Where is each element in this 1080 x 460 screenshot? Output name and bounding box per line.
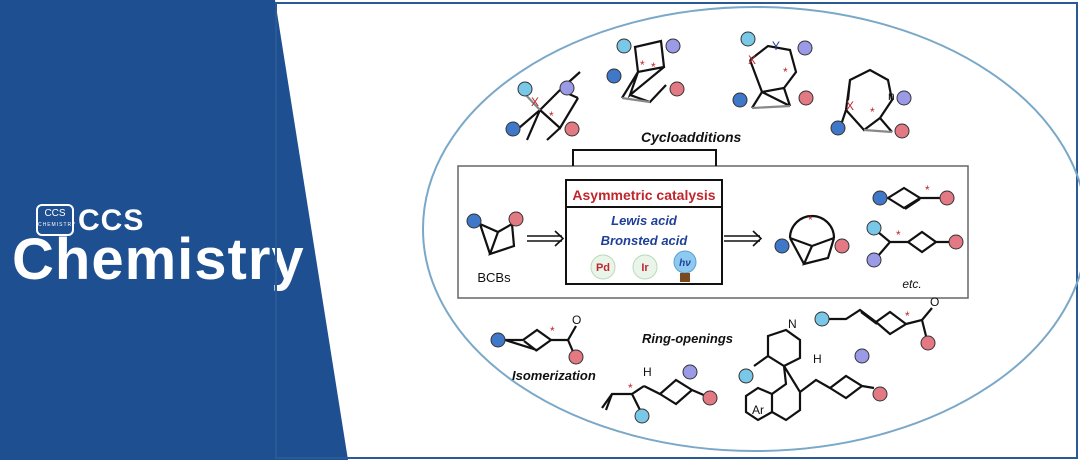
stereo-star-4: * [870, 105, 875, 119]
ir-catalyst-badge [632, 254, 658, 280]
substituent-ball-violet-cb2 [866, 252, 882, 268]
stereo-star-iso: * [550, 324, 555, 338]
substituent-ball-cyan-ro1 [634, 408, 650, 424]
diagram-frame [275, 2, 1078, 459]
logo-chemistry-text: Chemistry [12, 227, 305, 292]
stereo-star-cb1: * [925, 183, 930, 197]
outer-ellipse [422, 6, 1080, 452]
etc-label: etc. [902, 277, 921, 291]
isomerization-product-structure [504, 325, 577, 355]
substituent-ball-cyan-3 [740, 31, 756, 47]
substituent-ball-violet-ro1 [682, 364, 698, 380]
substituent-ball-pink-1 [564, 121, 580, 137]
substituent-ball-blue-4 [830, 120, 846, 136]
reaction-arrow-left [527, 230, 565, 247]
isomerization-label: Isomerization [512, 368, 596, 383]
aryl-ar-label: Ar [752, 403, 764, 417]
stereo-star-cb2: * [896, 228, 901, 242]
substituent-ball-blue-3 [732, 92, 748, 108]
atom-y-1: Y [772, 39, 780, 53]
catalysis-box-tab [572, 149, 717, 166]
light-bulb-base-icon [680, 273, 690, 282]
cycloadduct-bridged-ring-structure [838, 68, 894, 134]
substituent-ball-cyan-ro3 [814, 311, 830, 327]
oxygen-label-1: O [572, 313, 581, 327]
substituent-ball-violet-1 [559, 80, 575, 96]
ring-openings-label: Ring-openings [642, 331, 733, 346]
bcb-reactant-structure [478, 222, 516, 256]
substituent-ball-cyan-2 [616, 38, 632, 54]
stereo-star-2b: * [651, 60, 656, 74]
stereo-star-1: * [549, 109, 554, 123]
nitrogen-label: N [788, 317, 797, 331]
substituent-ball-pink-ro1 [702, 390, 718, 406]
cycloadduct-hetero-ring-structure [748, 44, 798, 110]
generic-cyclic-product-structure [788, 214, 836, 266]
cycloadduct-cyclobutane-structure [621, 39, 667, 104]
logo-ccs-text: CCS [78, 204, 145, 237]
substituent-ball-pink-cb1 [939, 190, 955, 206]
asymmetric-catalysis-label: Asymmetric catalysis [572, 187, 715, 203]
stereo-star-product: * [808, 213, 813, 227]
stereo-star-2a: * [640, 58, 645, 72]
substituent-ball-pink-3 [798, 90, 814, 106]
ring-size-n: n [888, 89, 895, 103]
substituent-ball-cyan-1 [517, 81, 533, 97]
hv-label: hν [679, 258, 691, 269]
substituent-ball-violet-ro2 [854, 348, 870, 364]
biaryl-ring-opened-structure [744, 328, 875, 422]
substituent-ball-pink-cb2 [948, 234, 964, 250]
substituent-ball-violet-2 [665, 38, 681, 54]
hydrogen-label-1: H [643, 365, 652, 379]
stereo-star-ro3: * [905, 309, 910, 323]
bronsted-acid-label: Bronsted acid [601, 233, 689, 248]
bcbs-label: BCBs [477, 270, 511, 285]
substituent-ball-pink-ro2 [872, 386, 888, 402]
reaction-arrow-right [724, 230, 763, 247]
stereo-star-3: * [783, 65, 788, 79]
substituent-ball-pink-bcb [508, 211, 524, 227]
cyclobutene-product-structure [885, 186, 940, 210]
hydrogen-label-2: H [813, 352, 822, 366]
substituent-ball-cyan-ro2 [738, 368, 754, 384]
substituent-ball-blue-bcb [466, 213, 482, 229]
pd-catalyst-badge [590, 254, 616, 280]
substituent-ball-pink-4 [894, 123, 910, 139]
ir-label: Ir [641, 262, 649, 274]
substituent-ball-pink-ro3 [920, 335, 936, 351]
substituent-ball-blue-cb1 [872, 190, 888, 206]
ring-opened-cyclobutane-structure [601, 378, 707, 411]
substituent-ball-blue-iso [490, 332, 506, 348]
atom-x-1: X [531, 95, 539, 109]
substituent-ball-pink-iso [568, 349, 584, 365]
pd-label: Pd [596, 262, 610, 274]
substituent-ball-pink-2 [669, 81, 685, 97]
stereo-star-ro1: * [628, 381, 633, 395]
substituent-ball-violet-3 [797, 40, 813, 56]
substituent-ball-pink-product [834, 238, 850, 254]
cyclobutane-product-structure [877, 230, 950, 257]
substituent-ball-blue-product [774, 238, 790, 254]
atom-x-2: X [748, 53, 756, 67]
substituent-ball-violet-4 [896, 90, 912, 106]
substituent-ball-cyan-cb2 [866, 220, 882, 236]
atom-x-3: X [846, 99, 854, 113]
cycloadditions-label: Cycloadditions [641, 129, 742, 145]
substituent-ball-blue-1 [505, 121, 521, 137]
substituent-ball-blue-2 [606, 68, 622, 84]
navy-diagonal-band [0, 0, 348, 460]
oxygen-label-2: O [930, 295, 939, 309]
lewis-acid-label: Lewis acid [611, 213, 678, 228]
alkylidene-cyclobutane-structure [828, 307, 933, 337]
